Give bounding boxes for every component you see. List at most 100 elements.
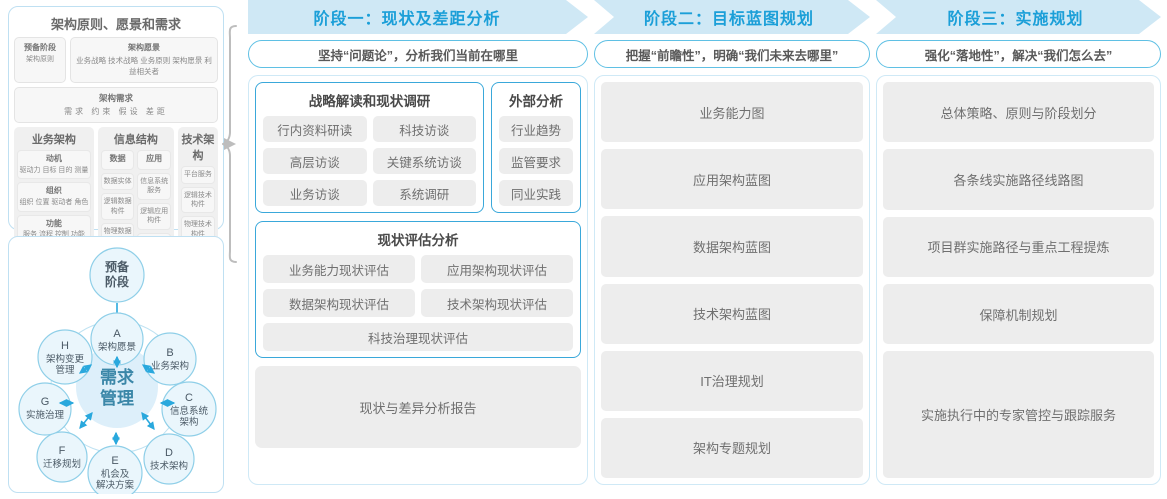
togaf-cell-motivation: 动机 驱动力 目标 目的 测量 [17,150,91,180]
togaf-cell-motivation-title: 动机 [45,154,62,164]
phase-2-banner: 阶段二：目标蓝图规划 [594,0,870,34]
adm-prep-line1: 预备 [105,259,130,274]
adm-prep-line2: 阶段 [105,274,130,289]
chip-data-arch-assessment[interactable]: 数据架构现状评估 [263,289,415,317]
adm-node-a-letter: A [113,328,121,340]
phase-3-banner-label: 阶段三：实施规划 [947,11,1084,28]
adm-node-f-letter: F [59,445,66,457]
current-state-assessment-card: 现状评估分析 业务能力现状评估 应用架构现状评估 数据架构现状评估 技术架构现状… [255,221,581,358]
chip-tech-arch-blueprint[interactable]: 技术架构蓝图 [601,283,863,344]
adm-node-b-letter: B [166,347,173,359]
adm-node-e-label1: 机会及 [101,468,130,480]
chip-it-governance-plan[interactable]: IT治理规划 [601,350,863,411]
external-analysis-items: 行业趋势 监管要求 同业实践 [499,116,573,206]
togaf-prep-box: 预备阶段 架构原则 [14,37,66,83]
adm-center-line1: 需求 [100,367,134,387]
togaf-cell-motivation-items: 驱动力 目标 目的 测量 [19,166,89,174]
chip-tech-interview[interactable]: 科技访谈 [372,116,476,142]
adm-node-b [143,332,197,386]
togaf-cell-is-service: 信息系统服务 [137,172,171,200]
chip-exec-interview[interactable]: 高层访谈 [263,148,367,174]
togaf-cell-logical-tech: 逻辑技术构件 [180,186,215,214]
togaf-domain-technology-title: 技术架构 [181,134,215,163]
phase-3-column: 阶段三：实施规划 强化“落地性”，解决“我们怎么去” 总体策略、原则与阶段划分 … [876,0,1161,485]
adm-node-d-letter: D [165,447,173,459]
phase-2-deliverable-list: 业务能力图 应用架构蓝图 数据架构蓝图 技术架构蓝图 IT治理规划 架构专题规划 [601,82,863,479]
phase-1-banner-label: 阶段一：现状及差距分析 [313,11,501,28]
adm-node-c-label2: 架构 [179,416,198,428]
chip-program-roadmap[interactable]: 项目群实施路径与重点工程提炼 [883,216,1154,277]
togaf-cell-function-items: 服务 流程 控制 功能 [23,231,85,239]
chip-regulatory-requirement[interactable]: 监管要求 [499,148,573,174]
chip-business-capability-assessment[interactable]: 业务能力现状评估 [263,255,415,283]
togaf-vision-items: 业务战略 技术战略 业务原则 架构愿景 利益相关者 [76,56,212,77]
chip-tech-governance-assessment[interactable]: 科技治理现状评估 [263,323,573,351]
current-state-assessment-title: 现状评估分析 [377,233,459,248]
adm-node-c-letter: C [185,392,193,404]
togaf-cell-organization-title: 组织 [45,186,62,196]
strategy-research-title: 战略解读和现状调研 [308,94,431,109]
chip-peer-practice[interactable]: 同业实践 [499,180,573,206]
togaf-cell-function-title: 功能 [45,218,62,228]
phase-1-subtitle: 坚持“问题论”，分析我们当前在哪里 [248,40,588,68]
adm-arrow-h [78,364,93,374]
external-analysis-title: 外部分析 [509,94,563,109]
chip-internal-materials[interactable]: 行内资料研读 [263,116,367,142]
chip-line-roadmap[interactable]: 各条线实施路径线路图 [883,149,1154,210]
phase-3-subtitle: 强化“落地性”，解决“我们怎么去” [876,40,1161,68]
chip-key-system-interview[interactable]: 关键系统访谈 [372,148,476,174]
adm-arrow-b [141,364,156,374]
chip-overall-strategy[interactable]: 总体策略、原则与阶段划分 [883,82,1154,143]
phase-1-top-row: 战略解读和现状调研 行内资料研读 科技访谈 高层访谈 关键系统访谈 业务访谈 系… [255,82,581,213]
togaf-prep-title: 预备阶段 [24,43,56,52]
adm-node-e-label2: 解决方案 [96,479,135,491]
grouping-bracket-icon [222,25,237,263]
adm-node-f-label: 迁移规划 [43,458,81,470]
phase-2-banner-label: 阶段二：目标蓝图规划 [643,11,814,28]
adm-node-h-label1: 架构变更 [46,353,85,365]
external-analysis-card: 外部分析 行业趋势 监管要求 同业实践 [491,82,581,213]
phase-2-chevron-shape [594,0,870,34]
adm-node-h-label2: 管理 [55,364,75,376]
togaf-cell-logical-data: 逻辑数据构件 [100,193,135,221]
togaf-domain-business-title: 业务架构 [31,134,76,147]
adm-arrow-f [79,412,93,429]
phase-1-chevron-shape [248,0,588,34]
chip-tech-arch-assessment[interactable]: 技术架构现状评估 [421,289,573,317]
chip-arch-topic-plan[interactable]: 架构专题规划 [601,417,863,479]
chip-business-interview[interactable]: 业务访谈 [263,180,367,206]
phase-1-banner: 阶段一：现状及差距分析 [248,0,588,34]
togaf-cell-logical-app: 逻辑应用构件 [137,202,171,230]
phase-3-deliverable-list: 总体策略、原则与阶段划分 各条线实施路径线路图 项目群实施路径与重点工程提炼 保… [883,82,1154,478]
togaf-vision-box: 架构愿景 业务战略 技术战略 业务原则 架构愿景 利益相关者 [70,37,218,83]
adm-center-node [76,346,158,428]
chip-industry-trend[interactable]: 行业趋势 [499,116,573,142]
adm-node-d [143,433,195,485]
adm-node-e-letter: E [111,455,118,467]
chip-data-arch-blueprint[interactable]: 数据架构蓝图 [601,216,863,277]
chip-assurance-mechanism-plan[interactable]: 保障机制规划 [883,283,1154,345]
togaf-cell-organization: 组织 组织 位置 驱动者 角色 [17,182,91,212]
chip-business-capability-map[interactable]: 业务能力图 [601,82,863,143]
togaf-matrix-title: 架构原则、愿景和需求 [50,17,181,32]
left-reference-column: 架构原则、愿景和需求 预备阶段 架构原则 架构愿景 业务战略 技术战略 业务原则… [8,6,224,494]
current-state-gap-report[interactable]: 现状与差异分析报告 [255,366,581,448]
adm-node-prep [89,247,145,303]
togaf-adm-cycle-panel: 预备 阶段 需求 管理 A 架构愿景 B 业务架构 C 信息系统 架构 [8,236,224,494]
current-state-assessment-items: 业务能力现状评估 应用架构现状评估 数据架构现状评估 技术架构现状评估 [263,255,573,317]
togaf-requirements-title: 架构需求 [98,92,133,103]
adm-node-b-label: 业务架构 [151,360,189,372]
adm-node-g-label: 实施治理 [26,409,65,421]
adm-node-g [18,382,72,436]
phase-3-banner: 阶段三：实施规划 [876,0,1161,34]
adm-node-c [161,381,217,437]
chip-system-survey[interactable]: 系统调研 [372,180,476,206]
togaf-cell-application: 应用 [137,150,171,170]
togaf-cell-application-title: 应用 [146,154,163,164]
chip-application-arch-assessment[interactable]: 应用架构现状评估 [421,255,573,283]
adm-node-h-letter: H [61,340,69,352]
togaf-cell-data-entity: 数据实体 [100,172,135,191]
adm-cycle-diagram: 预备 阶段 需求 管理 A 架构愿景 B 业务架构 C 信息系统 架构 [18,247,217,494]
chip-expert-control-service[interactable]: 实施执行中的专家管控与跟踪服务 [883,351,1154,478]
chip-application-arch-blueprint[interactable]: 应用架构蓝图 [601,149,863,210]
